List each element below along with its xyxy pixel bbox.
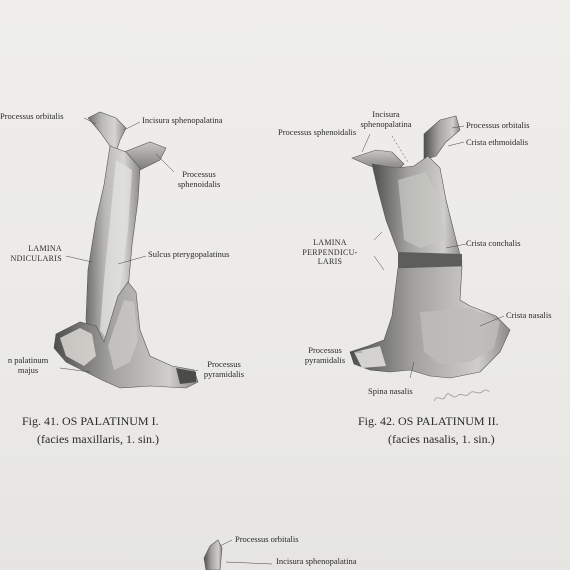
label-processus-pyramidalis-42: Processus pyramidalis bbox=[298, 345, 352, 365]
label-line: Processus bbox=[182, 169, 216, 179]
label-line: pyramidalis bbox=[203, 368, 245, 379]
label-line: sphenopalatina bbox=[360, 118, 412, 129]
label-processus-orbitalis-41: Processus orbitalis bbox=[0, 111, 64, 121]
label-sulcus-41: Sulcus pterygopalatinus bbox=[148, 249, 230, 259]
fig42-leader-lines bbox=[350, 125, 505, 379]
label-crista-conchalis-42: Crista conchalis bbox=[466, 238, 521, 248]
subcaption-fig41: (facies maxillaris, 1. sin.) bbox=[37, 432, 159, 446]
label-line: n palatinum bbox=[7, 355, 49, 365]
label-lamina-41: LAMINA NDICULARIS bbox=[0, 244, 62, 263]
fig41-bone bbox=[53, 111, 199, 389]
label-line: sphenoidalis bbox=[177, 178, 221, 189]
label-crista-nasalis-42: Crista nasalis bbox=[506, 310, 552, 320]
caption-fig41: Fig. 41. OS PALATINUM I. bbox=[22, 414, 159, 428]
label-incisura-43: Incisura sphenopalatina bbox=[276, 556, 357, 566]
label-line: majus bbox=[17, 364, 39, 375]
pencil-signature bbox=[431, 383, 493, 411]
label-line: LAMINA bbox=[313, 238, 347, 247]
label-line: Incisura bbox=[372, 109, 400, 119]
fig43-leader-lines bbox=[219, 539, 273, 565]
fig41-leader-lines bbox=[59, 117, 199, 375]
label-processus-sphenoidalis-42: Processus sphenoidalis bbox=[278, 127, 357, 137]
subcaption-fig42: (facies nasalis, 1. sin.) bbox=[388, 432, 495, 446]
label-processus-orbitalis-43: Processus orbitalis bbox=[235, 534, 299, 544]
label-processus-sphenoidalis-41: Processus sphenoidalis bbox=[174, 169, 224, 189]
label-lamina-42: LAMINA PERPENDICU- LARIS bbox=[292, 238, 368, 267]
signature-scribble bbox=[433, 389, 490, 402]
label-incisura-41: Incisura sphenopalatina bbox=[142, 115, 223, 125]
caption-fig42: Fig. 42. OS PALATINUM II. bbox=[358, 414, 499, 428]
label-line: LARIS bbox=[317, 257, 343, 266]
label-processus-pyramidalis-41: Processus pyramidalis bbox=[198, 359, 250, 379]
label-spina-nasalis-42: Spina nasalis bbox=[368, 386, 413, 396]
label-crista-ethmoidalis-42: Crista ethmoidalis bbox=[466, 137, 529, 147]
label-processus-orbitalis-42: Processus orbitalis bbox=[466, 120, 530, 130]
label-foramen-41: n palatinum majus bbox=[0, 355, 56, 375]
label-line: NDICULARIS bbox=[10, 253, 62, 263]
label-line: Processus bbox=[207, 359, 241, 369]
label-line: Processus bbox=[308, 345, 342, 355]
fig43-bone bbox=[203, 539, 223, 570]
label-line: LAMINA bbox=[28, 244, 62, 253]
label-line: pyramidalis bbox=[304, 354, 346, 365]
fig42-bone bbox=[349, 115, 511, 379]
label-incisura-42: Incisura sphenopalatina bbox=[356, 109, 416, 129]
label-line: PERPENDICU- bbox=[302, 247, 358, 257]
